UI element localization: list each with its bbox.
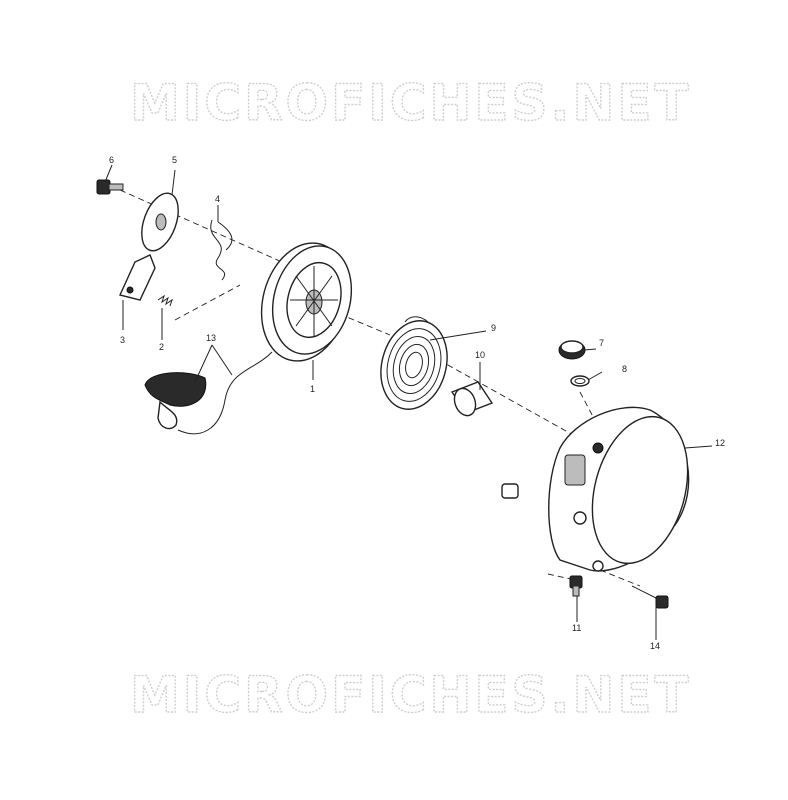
callout-1: 1 <box>310 384 315 394</box>
part-7-cap <box>558 340 586 360</box>
part-14-bolt <box>631 585 669 609</box>
part-10-bushing <box>450 381 494 417</box>
callout-12: 12 <box>715 438 725 448</box>
callout-10: 10 <box>475 350 485 360</box>
callout-4: 4 <box>215 194 220 204</box>
part-4-clip <box>210 219 233 281</box>
part-11-bolt <box>569 575 583 597</box>
callout-5: 5 <box>172 155 177 165</box>
callout-14: 14 <box>650 641 660 651</box>
part-9-spiral-spring <box>380 316 448 410</box>
part-1-pulley <box>260 242 353 362</box>
callout-11: 11 <box>572 623 581 633</box>
part-5-plate <box>141 192 179 252</box>
part-6-bolt <box>96 179 124 195</box>
callout-leaders <box>104 164 713 640</box>
watermark-top: MICROFICHES.NET <box>130 74 692 132</box>
part-2-spring <box>157 294 173 307</box>
callout-2: 2 <box>159 342 164 352</box>
callout-8: 8 <box>622 364 627 374</box>
callout-9: 9 <box>491 323 496 333</box>
part-3-pawl <box>119 254 156 301</box>
callout-7: 7 <box>599 338 604 348</box>
callout-labels: 1 2 3 4 5 6 7 8 9 10 11 12 13 14 <box>109 155 725 651</box>
part-12-housing <box>548 406 690 572</box>
callout-13: 13 <box>206 333 216 343</box>
callout-6: 6 <box>109 155 114 165</box>
watermark-bottom: MICROFICHES.NET <box>130 666 692 724</box>
callout-3: 3 <box>120 335 125 345</box>
part-8-oring <box>570 375 590 387</box>
housing-dowel <box>501 483 519 499</box>
part-13-handle-rope <box>144 351 273 435</box>
